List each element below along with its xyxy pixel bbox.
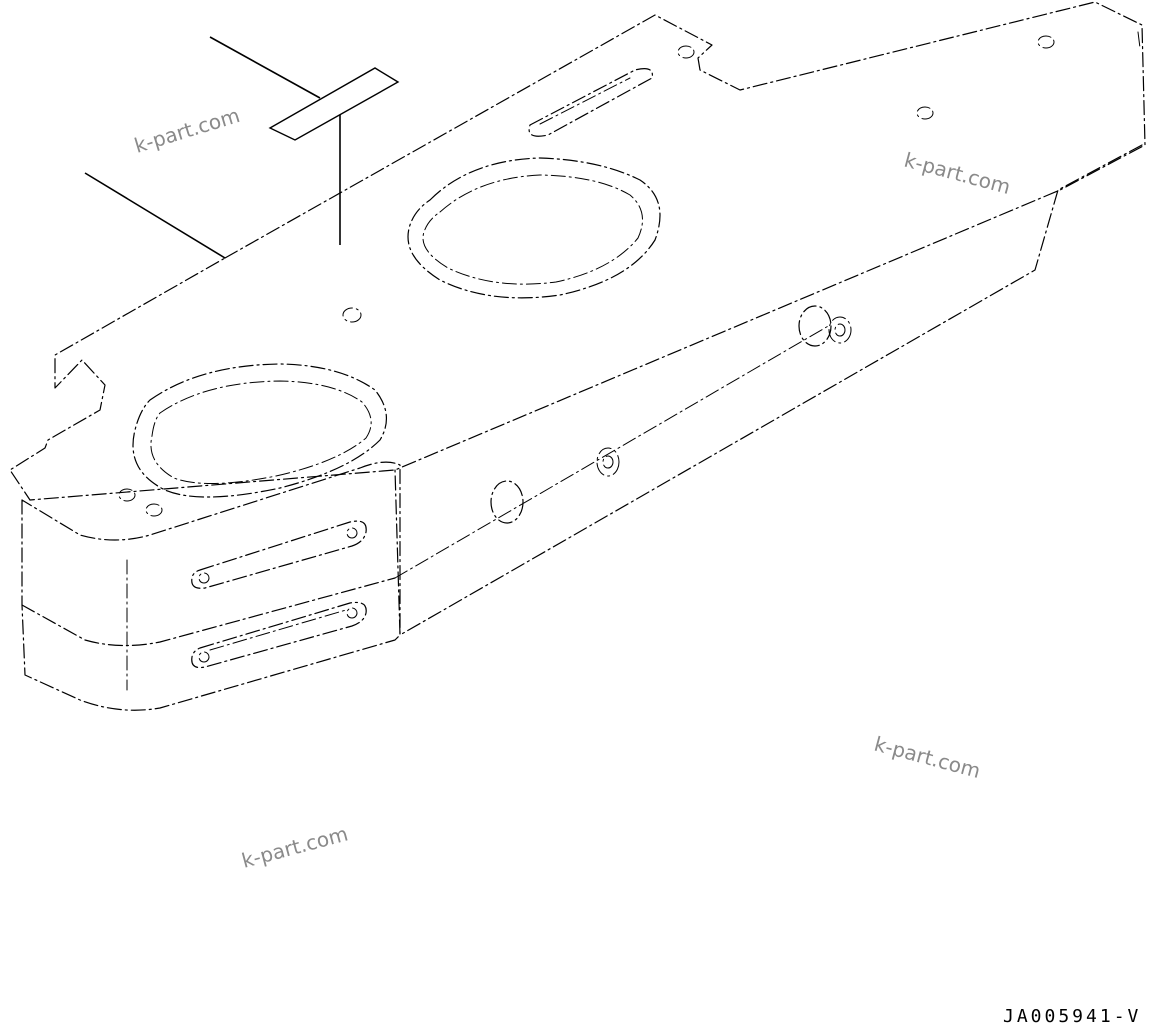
opening-upper-outer: [407, 157, 661, 299]
top-hole-4: [342, 307, 362, 323]
opening-lower-outer: [132, 363, 387, 498]
top-edge-notch: [1137, 31, 1141, 49]
side-hole-large-2: [490, 480, 524, 524]
frame-right-side: [394, 144, 1143, 636]
watermark-2: k-part.com: [902, 148, 1013, 199]
opening-lower-inner: [150, 380, 372, 485]
front-slot-upper: [191, 520, 367, 589]
opening-upper-inner: [422, 174, 643, 285]
side-hole-small-2: [596, 447, 620, 477]
side-hole-small-1-inner: [834, 323, 846, 337]
front-slot-lower: [191, 601, 367, 669]
front-slot-upper-hole-left: [198, 572, 210, 584]
top-hole-6: [145, 503, 163, 517]
frame-top-outline: [9, 1, 1146, 501]
watermark-4: k-part.com: [239, 821, 350, 872]
front-slot-upper-hole-right: [346, 527, 358, 539]
front-slot-lower-hole-left: [198, 651, 210, 663]
drawing-code: JA005941-V: [1003, 1006, 1141, 1027]
side-lower-seam: [394, 324, 831, 579]
top-slot-rear-inner: [539, 77, 631, 125]
top-hole-3: [916, 106, 934, 120]
top-hole-2: [1037, 35, 1055, 49]
watermark-3: k-part.com: [872, 732, 983, 783]
side-hole-small-1: [828, 316, 852, 344]
leader-line-frame: [84, 172, 226, 259]
front-face-seam: [21, 577, 396, 647]
top-hole-5: [118, 488, 136, 502]
watermark-1: k-part.com: [131, 103, 242, 158]
leader-line-plate: [209, 36, 321, 99]
label-plate: [268, 67, 400, 141]
top-slot-rear: [528, 68, 653, 137]
front-slot-lower-hole-right: [346, 607, 358, 619]
front-slot-lower-inner: [209, 609, 347, 651]
side-hole-small-2-inner: [602, 455, 614, 469]
frame-front-face: [21, 461, 401, 711]
top-hole-1: [677, 45, 695, 59]
side-hole-large-1: [798, 305, 832, 347]
